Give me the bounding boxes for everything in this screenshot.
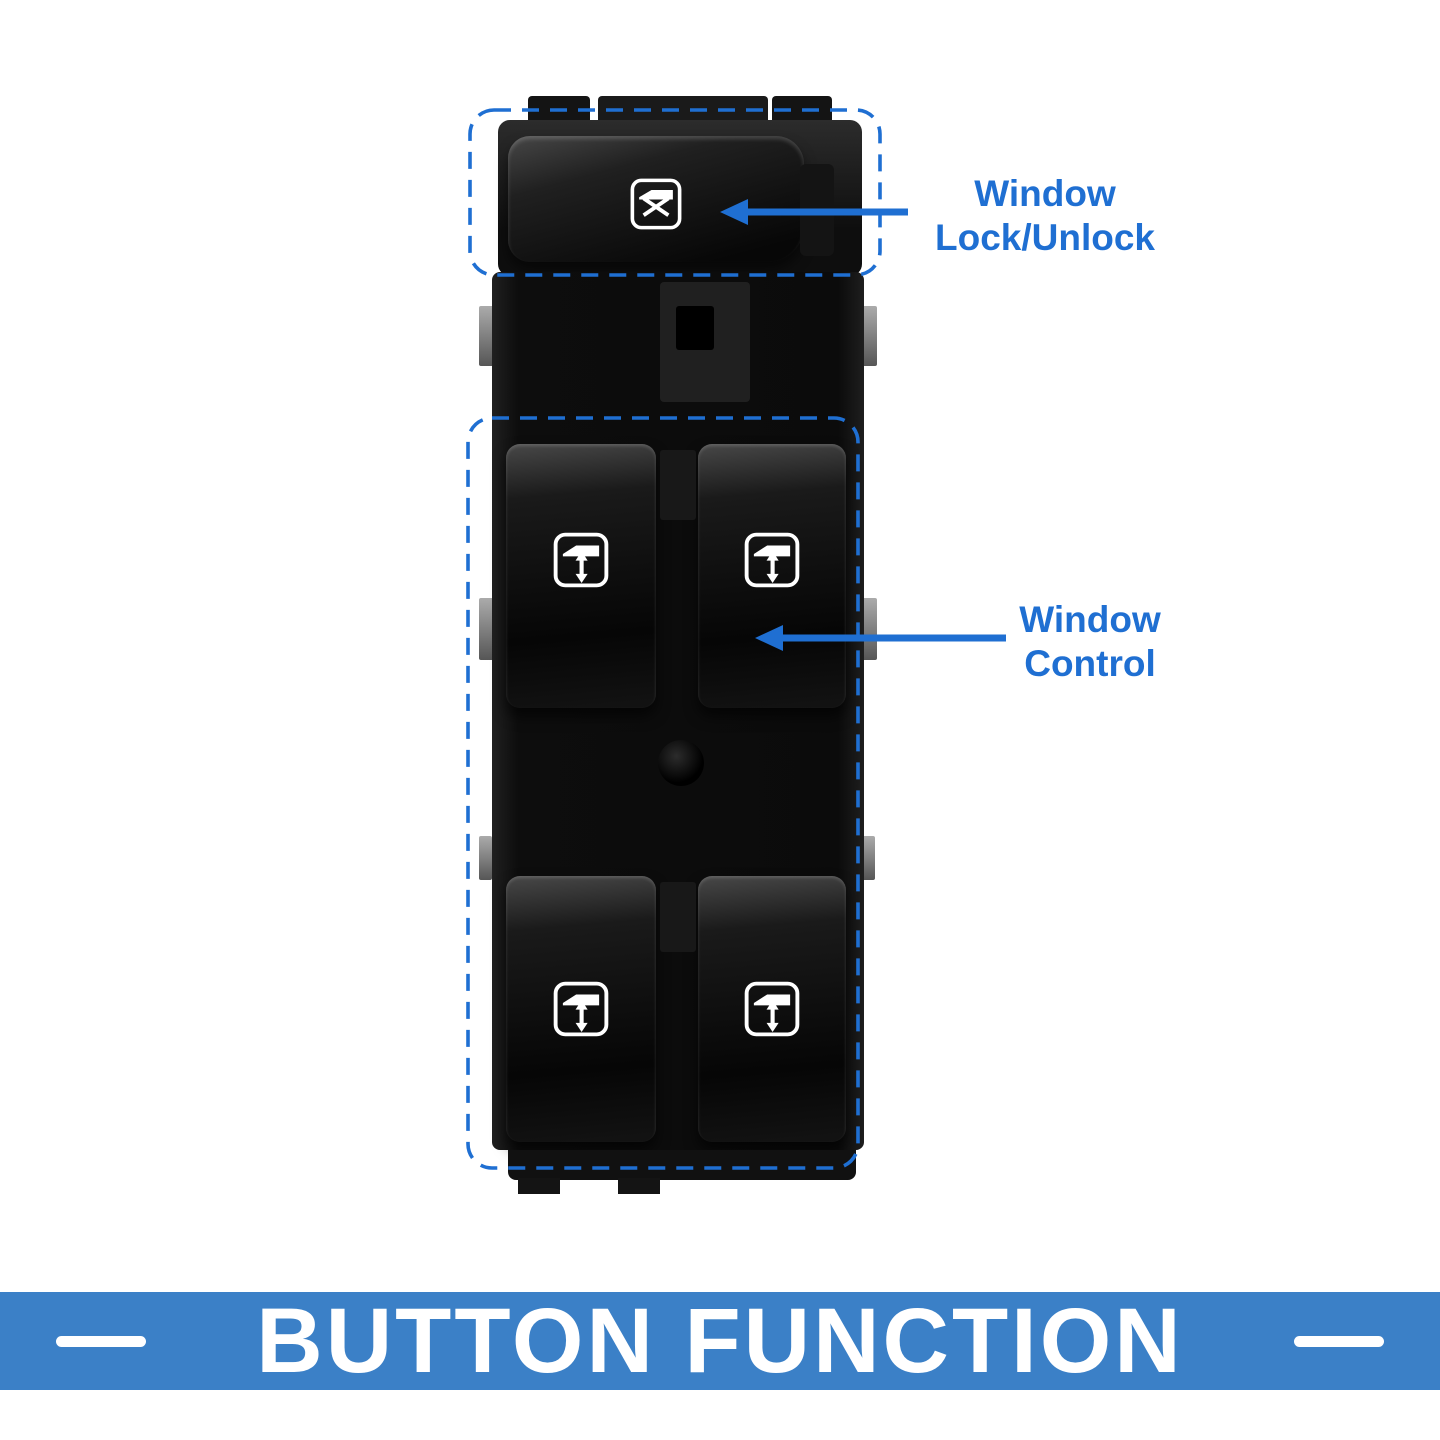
control-callout-line1: Window	[1019, 599, 1161, 640]
control-callout-label: Window Control	[960, 598, 1220, 687]
mount-clip	[479, 306, 494, 366]
window-button-rear-right	[698, 876, 846, 1142]
lock-callout-line1: Window	[974, 173, 1116, 214]
banner-dash-right	[1293, 1335, 1384, 1347]
control-callout-line2: Control	[1024, 643, 1156, 685]
switch-foot	[518, 1178, 560, 1194]
mount-clip	[862, 306, 877, 366]
switch-bottom-trim	[508, 1150, 856, 1180]
window-button-front-left	[506, 444, 656, 708]
window-control-icon	[552, 531, 610, 589]
mount-clip	[479, 836, 492, 880]
window-button-front-right	[698, 444, 846, 708]
switch-foot	[618, 1178, 660, 1194]
mount-clip	[862, 836, 875, 880]
banner-title: BUTTON FUNCTION	[256, 1289, 1184, 1392]
window-button-rear-left	[506, 876, 656, 1142]
banner: BUTTON FUNCTION	[0, 1290, 1440, 1392]
window-lock-icon	[629, 177, 683, 231]
window-control-icon	[743, 531, 801, 589]
window-control-icon	[552, 980, 610, 1038]
window-control-icon	[743, 980, 801, 1038]
rear-center-bracket	[660, 882, 696, 952]
window-lock-button	[508, 136, 804, 262]
front-center-bracket	[660, 450, 696, 520]
banner-dash-left	[56, 1335, 146, 1347]
panel-screw-hole	[658, 740, 704, 786]
lock-callout-line2: Lock/Unlock	[935, 217, 1155, 259]
mount-clip	[862, 598, 877, 660]
lock-callout-label: Window Lock/Unlock	[905, 172, 1185, 261]
center-post-hole	[676, 306, 714, 350]
lock-button-side-tab	[800, 164, 834, 256]
